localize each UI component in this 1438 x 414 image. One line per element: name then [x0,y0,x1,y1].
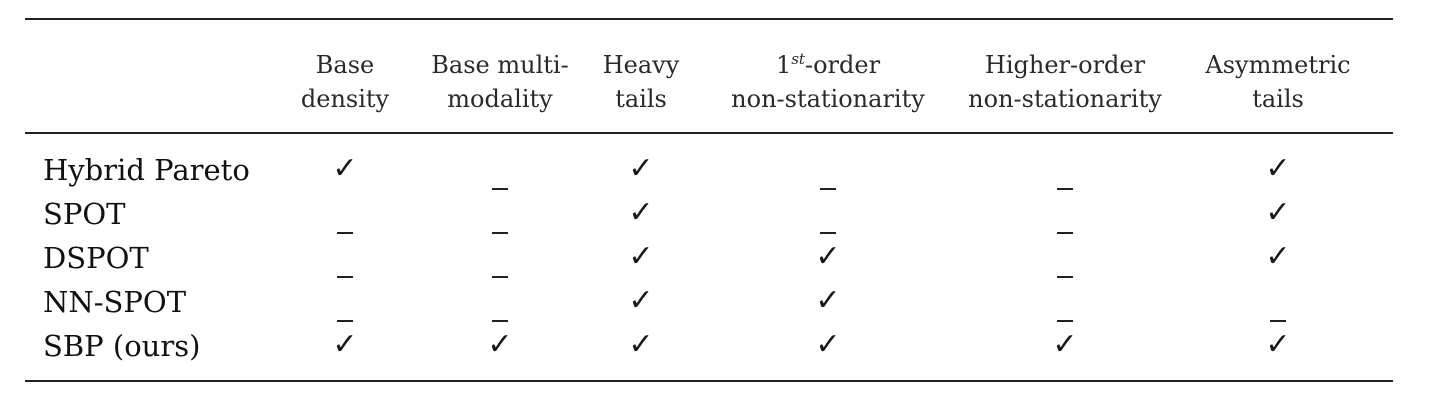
feature-cell: ✓ [1163,192,1393,236]
checkmark-icon: ✓ [815,326,841,362]
feature-cell: ✓ [283,324,407,380]
checkmark-icon: ✓ [628,194,654,230]
dash-icon [1057,275,1073,278]
feature-cell [407,192,593,236]
header-first-order-nonstationarity: 1st-order non-stationarity [731,50,925,113]
feature-cell [407,236,593,280]
feature-cell: ✓ [283,134,407,192]
feature-cell: ✓ [1163,324,1393,380]
feature-cell [407,134,593,192]
header-asymmetric-tails: Asymmetric tails [1205,51,1351,113]
dash-icon [337,275,353,278]
feature-cell [967,236,1163,280]
header-base-density: Base density [300,51,390,113]
header-row: Base density Base multi- modality Heavy … [25,20,1393,132]
checkmark-icon: ✓ [1265,194,1291,230]
feature-cell [283,192,407,236]
feature-cell: ✓ [407,324,593,380]
feature-cell [1163,280,1393,324]
dash-icon [492,231,508,234]
checkmark-icon: ✓ [332,326,358,362]
table-row: NN-SPOT ✓ ✓ [25,280,1393,324]
feature-cell: ✓ [593,324,689,380]
feature-cell: ✓ [593,280,689,324]
feature-cell [967,192,1163,236]
dash-icon [337,319,353,322]
comparison-table: Base density Base multi- modality Heavy … [25,18,1393,382]
feature-table: Base density Base multi- modality Heavy … [25,20,1393,132]
feature-cell: ✓ [689,236,967,280]
feature-cell [689,192,967,236]
header-heavy-tails: Heavy tails [602,51,680,113]
feature-cell [407,280,593,324]
checkmark-icon: ✓ [628,282,654,318]
dash-icon [492,275,508,278]
checkmark-icon: ✓ [628,150,654,186]
feature-cell [967,280,1163,324]
feature-cell: ✓ [967,324,1163,380]
feature-cell [967,134,1163,192]
method-name: NN-SPOT [43,284,187,319]
header-higher-order-nonstationarity: Higher-order non-stationarity [968,51,1162,113]
feature-cell: ✓ [689,324,967,380]
method-name: Hybrid Pareto [43,152,250,187]
header-rule [25,132,1393,134]
checkmark-icon: ✓ [815,238,841,274]
method-name: SPOT [43,196,126,231]
checkmark-icon: ✓ [628,238,654,274]
feature-cell: ✓ [593,134,689,192]
dash-icon [337,231,353,234]
checkmark-icon: ✓ [1265,150,1291,186]
feature-cell [689,134,967,192]
feature-cell [283,236,407,280]
feature-cell: ✓ [1163,134,1393,192]
table-body: Hybrid Pareto✓✓✓SPOT✓✓DSPOT✓✓✓NN-SPOT✓✓S… [25,134,1393,380]
checkmark-icon: ✓ [1265,326,1291,362]
dash-icon [820,231,836,234]
feature-cell: ✓ [1163,236,1393,280]
method-name: SBP (ours) [43,328,201,363]
table-row: SBP (ours) ✓ ✓ ✓ ✓ ✓ ✓ [25,324,1393,380]
dash-icon [1270,319,1286,322]
top-rule [25,18,1393,20]
table-row: Hybrid Pareto ✓ ✓ ✓ [25,134,1393,192]
checkmark-icon: ✓ [1265,238,1291,274]
checkmark-icon: ✓ [332,150,358,186]
dash-icon [1057,319,1073,322]
feature-table-body: Hybrid Pareto✓✓✓SPOT✓✓DSPOT✓✓✓NN-SPOT✓✓S… [25,134,1393,380]
method-name: DSPOT [43,240,149,275]
dash-icon [492,187,508,190]
bottom-rule [25,379,1393,382]
feature-cell: ✓ [689,280,967,324]
checkmark-icon: ✓ [1052,326,1078,362]
header-base-multimodality: Base multi- modality [431,51,569,113]
header-corner [25,20,283,132]
dash-icon [1057,187,1073,190]
dash-icon [1057,231,1073,234]
feature-cell: ✓ [593,236,689,280]
table-row: DSPOT ✓ ✓ ✓ [25,236,1393,280]
checkmark-icon: ✓ [815,282,841,318]
table-row: SPOT ✓ ✓ [25,192,1393,236]
feature-cell: ✓ [593,192,689,236]
feature-cell [283,280,407,324]
dash-icon [492,319,508,322]
dash-icon [820,187,836,190]
checkmark-icon: ✓ [628,326,654,362]
checkmark-icon: ✓ [487,326,513,362]
